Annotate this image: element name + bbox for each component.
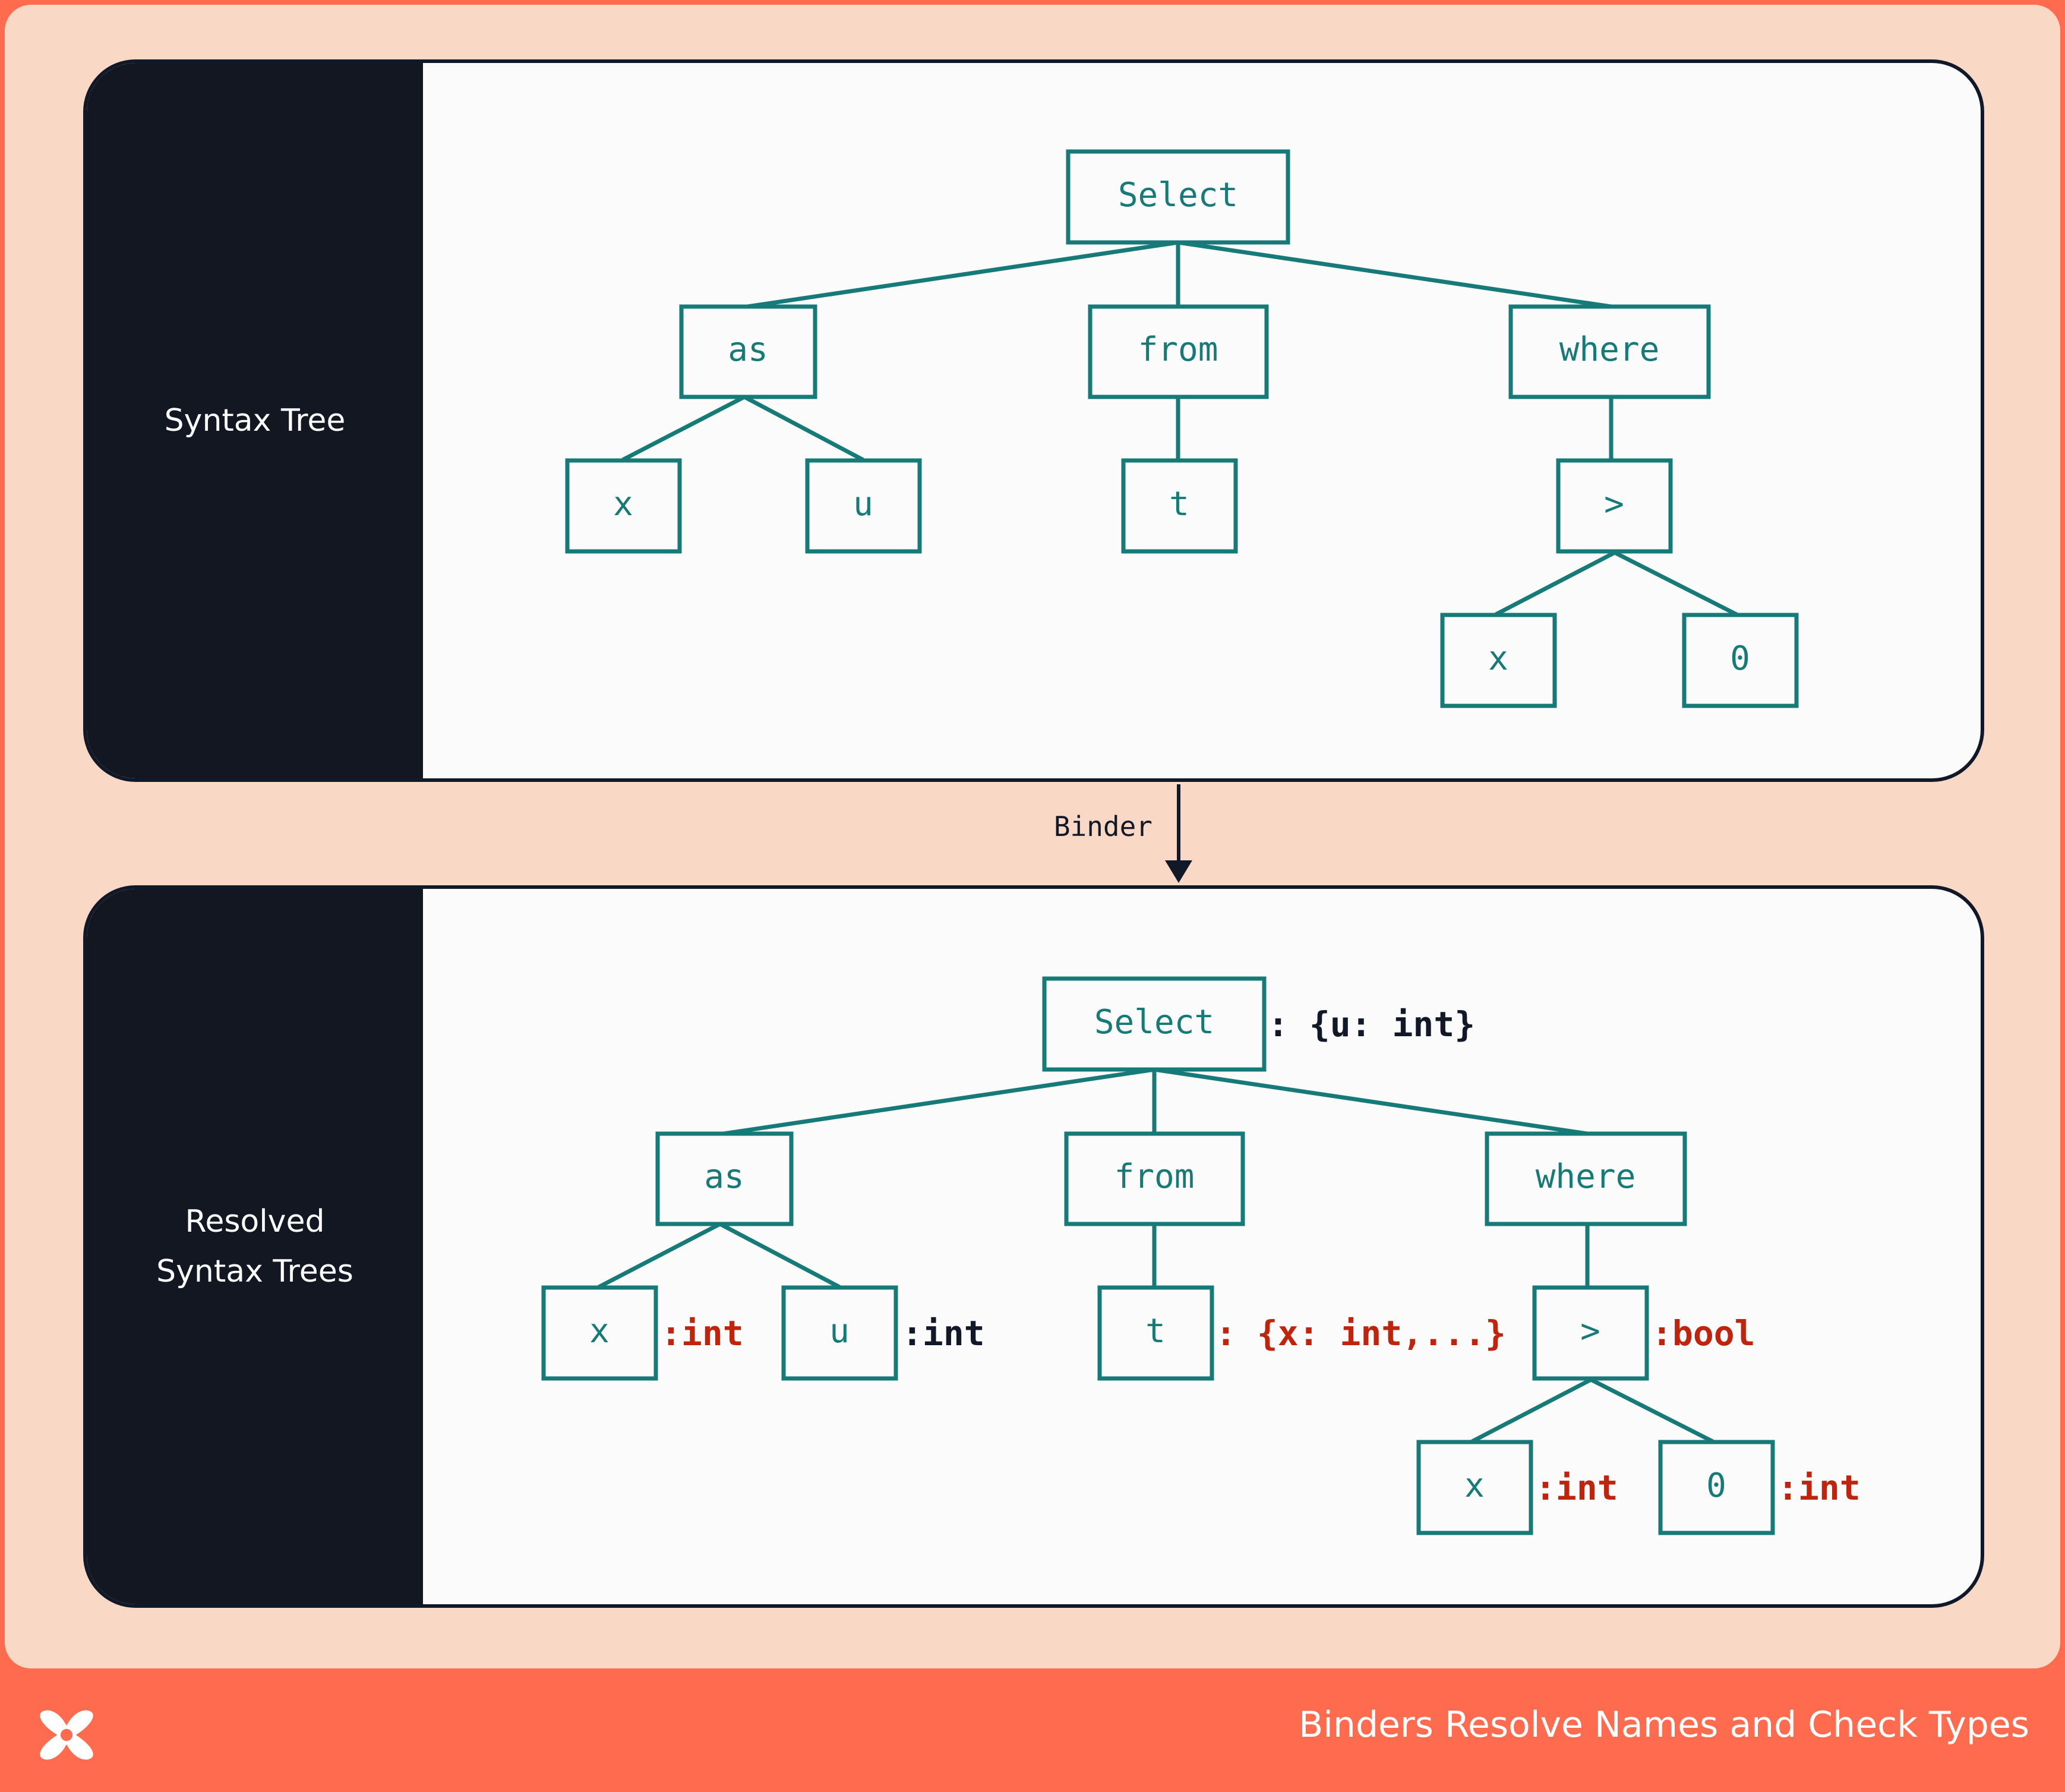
- binder-arrow: Binder: [1054, 784, 1192, 883]
- resolved-label-line1: Resolved: [185, 1204, 325, 1239]
- annotation-select-type: : {u: int}: [1268, 1004, 1475, 1045]
- top-tree-edges: [621, 240, 1738, 617]
- top-node-t-label: t: [1169, 485, 1189, 523]
- top-node-x2: x: [1440, 613, 1557, 708]
- annotation-gt-type: :bool: [1652, 1313, 1755, 1354]
- bottom-node-zero-label: 0: [1706, 1466, 1726, 1505]
- bottom-node-x2: x: [1416, 1440, 1533, 1535]
- top-node-t: t: [1121, 458, 1238, 554]
- bottom-node-zero: 0: [1658, 1440, 1775, 1535]
- resolved-tree-label-column: Resolved Syntax Trees: [87, 889, 423, 1604]
- annotation-x2-type: :int: [1535, 1468, 1618, 1508]
- top-node-gt: >: [1556, 458, 1673, 554]
- top-node-select: Select: [1066, 149, 1290, 245]
- bottom-node-gt-label: >: [1580, 1312, 1600, 1351]
- bottom-node-u-label: u: [829, 1312, 850, 1351]
- top-node-zero-label: 0: [1730, 639, 1750, 678]
- annotation-zero-type: :int: [1777, 1468, 1861, 1508]
- top-node-as: as: [679, 304, 817, 399]
- bottom-node-u: u: [781, 1285, 898, 1381]
- bottom-node-where-label: where: [1536, 1157, 1636, 1196]
- top-node-as-label: as: [728, 330, 768, 369]
- bottom-node-where: where: [1485, 1131, 1687, 1226]
- top-node-gt-label: >: [1604, 485, 1624, 523]
- annotation-t-type: : {x: int,...}: [1215, 1313, 1506, 1354]
- syntax-tree-label-column: Syntax Tree: [87, 63, 423, 778]
- top-node-x2-label: x: [1488, 639, 1508, 678]
- bottom-node-x2-label: x: [1464, 1466, 1485, 1505]
- top-node-x-label: x: [613, 485, 633, 523]
- top-node-where-label: where: [1559, 330, 1660, 369]
- top-node-select-label: Select: [1118, 176, 1238, 214]
- syntax-tree-panel: Syntax Tree: [83, 59, 1984, 782]
- bottom-node-select-label: Select: [1094, 1003, 1214, 1042]
- x-logo-icon: [33, 1702, 100, 1771]
- top-node-u: u: [805, 458, 922, 554]
- bottom-node-t-label: t: [1145, 1312, 1166, 1351]
- top-node-x: x: [565, 458, 682, 554]
- bottom-node-select: Select: [1042, 976, 1267, 1072]
- bottom-node-as-label: as: [704, 1157, 744, 1196]
- syntax-tree-label: Syntax Tree: [164, 403, 346, 438]
- top-node-from-label: from: [1138, 330, 1218, 369]
- bottom-node-as: as: [655, 1131, 794, 1226]
- bottom-node-from: from: [1064, 1131, 1245, 1226]
- bottom-tree-edges: [598, 1067, 1714, 1444]
- footer-title: Binders Resolve Names and Check Types: [1299, 1704, 2029, 1746]
- top-node-where: where: [1508, 304, 1711, 399]
- annotation-x-type: :int: [661, 1313, 744, 1354]
- bottom-node-t: t: [1097, 1285, 1214, 1381]
- bottom-node-from-label: from: [1114, 1157, 1195, 1196]
- top-node-u-label: u: [853, 485, 873, 523]
- binder-label: Binder: [1054, 810, 1153, 843]
- bottom-node-x: x: [541, 1285, 658, 1381]
- bottom-node-gt: >: [1532, 1285, 1649, 1381]
- bottom-node-x-label: x: [589, 1312, 610, 1351]
- annotation-u-type: :int: [902, 1313, 985, 1354]
- resolved-label-line2: Syntax Trees: [156, 1254, 353, 1289]
- top-node-from: from: [1088, 304, 1269, 399]
- top-node-zero: 0: [1682, 613, 1799, 708]
